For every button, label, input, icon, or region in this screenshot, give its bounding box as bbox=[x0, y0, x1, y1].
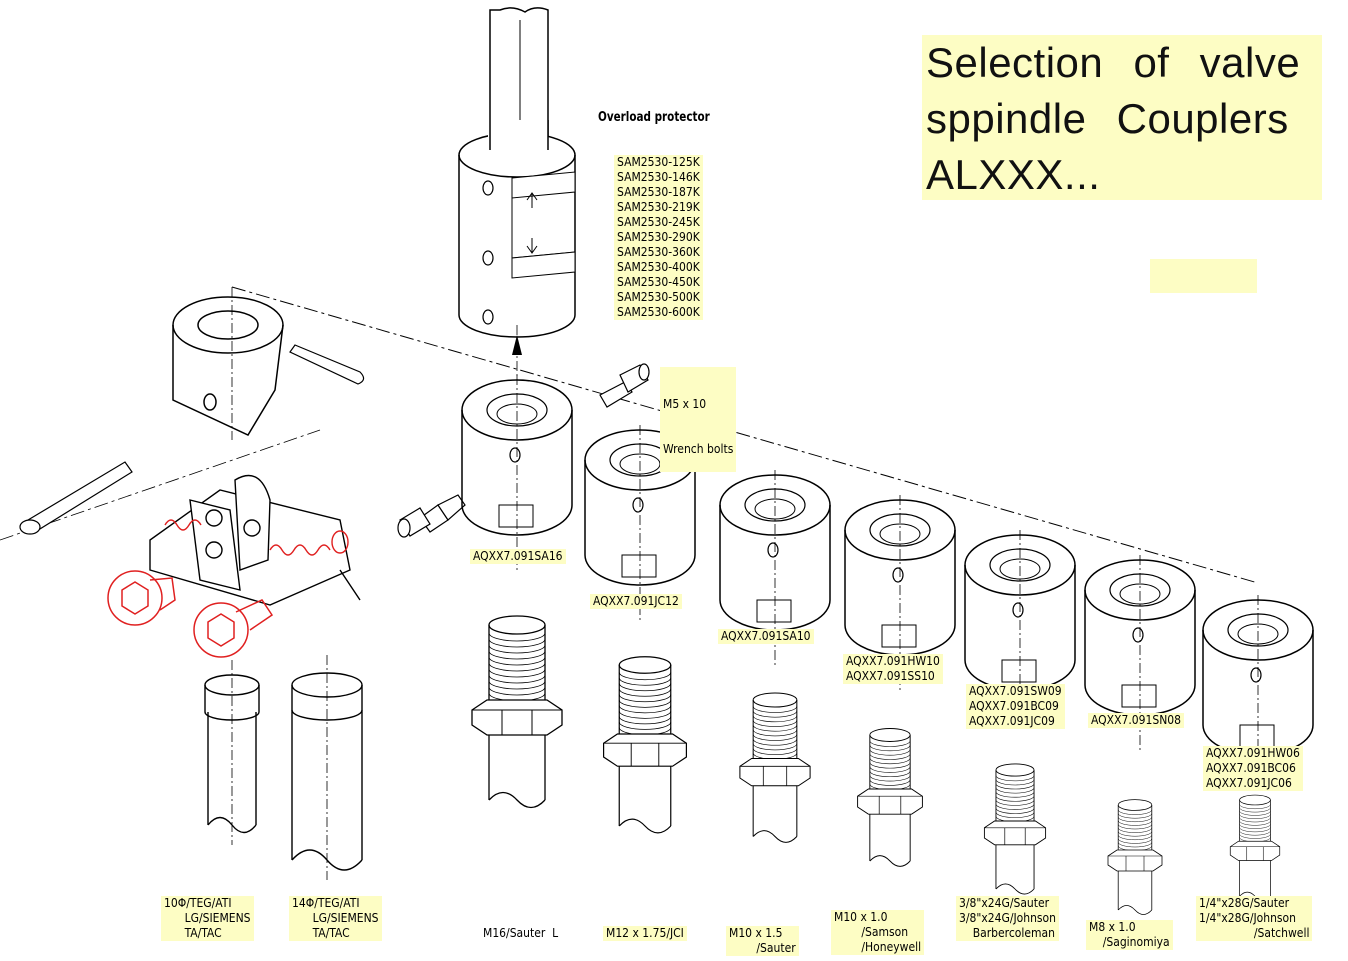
title-line-3: ALXXX... bbox=[926, 151, 1101, 198]
stem-label-m10-samson: M10 x 1.0 /Samson /Honeywell bbox=[831, 910, 925, 955]
diagram-title: Selection of valve sppindle Couplers ALX… bbox=[922, 35, 1322, 200]
stem-10 bbox=[204, 660, 260, 845]
red-springs bbox=[164, 519, 349, 556]
hinge-assembly bbox=[149, 474, 361, 606]
red-knob-2 bbox=[193, 599, 274, 658]
label-sa10: AQXX7.091SA10 bbox=[718, 629, 814, 644]
label-sa16: AQXX7.091SA16 bbox=[470, 549, 566, 564]
sam-model-item: SAM2530-125K bbox=[617, 155, 700, 169]
sam-model-item: SAM2530-290K bbox=[617, 230, 700, 244]
stem-label-10: 10Φ/TEG/ATI LG/SIEMENS TA/TAC bbox=[161, 896, 254, 941]
stud-m10-sauter bbox=[739, 692, 811, 843]
stem-label-m8: M8 x 1.0 /Saginomiya bbox=[1086, 920, 1173, 950]
sam-model-item: SAM2530-600K bbox=[617, 305, 700, 319]
wrench-bolt-bottom bbox=[397, 494, 466, 538]
label-sn08: AQXX7.091SN08 bbox=[1088, 713, 1185, 728]
empty-label-box bbox=[1150, 259, 1257, 293]
bolts-line-2: Wrench bolts bbox=[663, 442, 734, 456]
stud-m10-samson bbox=[857, 728, 923, 867]
stud-m16 bbox=[471, 615, 563, 809]
sam-model-item: SAM2530-450K bbox=[617, 275, 700, 289]
sam-model-item: SAM2530-360K bbox=[617, 245, 700, 259]
coupler-sa16 bbox=[461, 374, 573, 571]
stud-1-4 bbox=[1229, 794, 1281, 901]
stem-label-14: 14Φ/TEG/ATI LG/SIEMENS TA/TAC bbox=[289, 896, 382, 941]
sam-model-item: SAM2530-187K bbox=[617, 185, 700, 199]
red-knob-1 bbox=[107, 570, 176, 626]
stem-label-m16: M16/Sauter L bbox=[483, 926, 559, 940]
stem-label-m12: M12 x 1.75/JCI bbox=[603, 926, 687, 941]
sam-model-item: SAM2530-146K bbox=[617, 170, 700, 184]
stem-label-1-4: 1/4"x28G/Sauter 1/4"x28G/Johnson /Satchw… bbox=[1196, 896, 1313, 941]
stud-m12 bbox=[603, 656, 687, 834]
label-hw10: AQXX7.091HW10 AQXX7.091SS10 bbox=[843, 654, 943, 684]
pin-rod bbox=[19, 461, 133, 535]
label-hw06: AQXX7.091HW06 AQXX7.091BC06 AQXX7.091JC0… bbox=[1203, 746, 1303, 791]
title-line-1: Selection of valve bbox=[926, 39, 1301, 86]
wrench-bolts-label: M5 x 10 Wrench bolts bbox=[660, 367, 737, 472]
left-coupler-body bbox=[172, 296, 284, 436]
stem-label-m10-sauter: M10 x 1.5 /Sauter bbox=[726, 926, 799, 956]
wrench-bolt-top bbox=[599, 363, 650, 408]
sam-model-item: SAM2530-219K bbox=[617, 200, 700, 214]
sam-model-item: SAM2530-245K bbox=[617, 215, 700, 229]
split-pin bbox=[289, 344, 365, 385]
stud-m8 bbox=[1107, 799, 1163, 915]
stem-14 bbox=[291, 655, 363, 880]
stud-3-8 bbox=[983, 763, 1047, 895]
title-line-2: sppindle Couplers bbox=[926, 95, 1289, 142]
bolts-line-1: M5 x 10 bbox=[663, 397, 707, 411]
overload-protector-label: Overload protector bbox=[598, 110, 710, 125]
label-sw09: AQXX7.091SW09 AQXX7.091BC09 AQXX7.091JC0… bbox=[966, 684, 1065, 729]
sam-model-item: SAM2530-500K bbox=[617, 290, 700, 304]
overload-protector-drawing bbox=[458, 7, 576, 390]
label-jc12: AQXX7.091JC12 bbox=[590, 594, 682, 609]
stem-label-3-8: 3/8"x24G/Sauter 3/8"x24G/Johnson Barberc… bbox=[956, 896, 1060, 941]
sam-model-item: SAM2530-400K bbox=[617, 260, 700, 274]
